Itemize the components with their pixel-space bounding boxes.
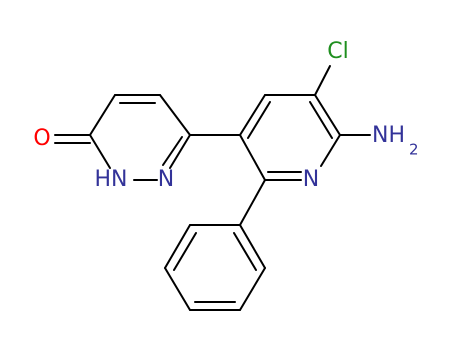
bond-n1-c6	[89, 134, 111, 169]
oxygen-label: O	[33, 126, 50, 151]
hn-label: HN	[95, 167, 128, 192]
bond-py-c5-c6	[314, 94, 341, 136]
bond-py-c6-n1	[320, 134, 341, 167]
bond-ph-2-3	[164, 224, 191, 269]
bond-ph-2-3-double	[173, 232, 197, 271]
amino-group-label: NH 2	[372, 123, 419, 159]
bond-c5-cl	[314, 65, 331, 96]
pyridazine-nitrogen-label: N	[158, 167, 174, 192]
bond-ph-6-1	[239, 224, 266, 269]
bond-ph-5-6	[239, 267, 266, 311]
pyridine-nitrogen-label: N	[303, 167, 319, 192]
bond-c3-n2-double	[162, 136, 183, 166]
bond-py-c2-phenyl	[239, 179, 266, 226]
bond-c4-c3	[159, 94, 191, 136]
bonds	[54, 65, 371, 311]
bond-ph-3-4	[164, 267, 191, 311]
bond-py-c2-c3	[239, 134, 266, 181]
amino-subscript-label: 2	[409, 141, 419, 159]
bond-py-c3-c4	[239, 94, 266, 136]
amino-nh-label: NH	[372, 123, 405, 148]
bond-c6-c5	[89, 94, 116, 136]
bond-ph-6-1-double	[233, 232, 257, 271]
bond-py-c5-c6-double	[309, 101, 333, 139]
chlorine-label: Cl	[327, 39, 348, 64]
atom-labels: O HN N N Cl NH 2	[33, 39, 418, 192]
bond-c3-n2	[169, 134, 191, 169]
bond-py-c3-c4-double	[247, 101, 271, 139]
